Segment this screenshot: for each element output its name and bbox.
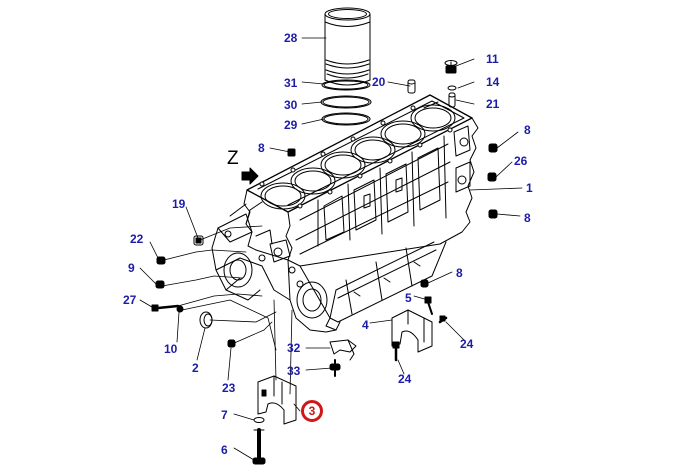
highlighted-callout-3[interactable]: 3 bbox=[301, 400, 323, 422]
callout-8-right-lower[interactable]: 8 bbox=[524, 211, 531, 225]
callout-33[interactable]: 33 bbox=[287, 364, 301, 378]
cylinder-bores bbox=[260, 104, 456, 210]
callout-1[interactable]: 1 bbox=[526, 181, 533, 195]
dowel-pins-and-bolts bbox=[407, 60, 458, 108]
callout-24-lower[interactable]: 24 bbox=[398, 372, 412, 386]
cylinder-liner bbox=[324, 7, 371, 86]
callout-29[interactable]: 29 bbox=[284, 118, 298, 132]
cylinder-block bbox=[211, 94, 479, 333]
callout-8-top[interactable]: 8 bbox=[258, 141, 265, 155]
leader-lines bbox=[139, 37, 523, 461]
callout-20[interactable]: 20 bbox=[372, 75, 386, 89]
callout-3-label: 3 bbox=[308, 404, 316, 418]
callout-28[interactable]: 28 bbox=[284, 31, 298, 45]
callout-2[interactable]: 2 bbox=[192, 361, 199, 375]
callout-21[interactable]: 21 bbox=[486, 97, 500, 111]
callout-31[interactable]: 31 bbox=[284, 76, 298, 90]
callout-22[interactable]: 22 bbox=[130, 232, 144, 246]
callout-26[interactable]: 26 bbox=[514, 154, 528, 168]
callout-10[interactable]: 10 bbox=[164, 342, 178, 356]
callout-14[interactable]: 14 bbox=[486, 75, 500, 89]
thrust-bearing-cap bbox=[257, 375, 297, 425]
callout-27[interactable]: 27 bbox=[123, 293, 137, 307]
callout-19[interactable]: 19 bbox=[172, 197, 186, 211]
view-z-arrow bbox=[241, 167, 259, 185]
o-rings bbox=[320, 79, 372, 126]
plugs-and-fasteners bbox=[151, 143, 498, 348]
callout-8-right-upper[interactable]: 8 bbox=[524, 123, 531, 137]
callout-8-lower[interactable]: 8 bbox=[456, 266, 463, 280]
callout-32[interactable]: 32 bbox=[287, 341, 301, 355]
callout-9[interactable]: 9 bbox=[128, 261, 135, 275]
view-z-label: Z bbox=[227, 148, 239, 169]
main-bearing-cap-upper bbox=[391, 296, 448, 362]
nozzle-bracket bbox=[329, 339, 357, 377]
callout-23[interactable]: 23 bbox=[222, 381, 236, 395]
callout-11[interactable]: 11 bbox=[486, 52, 499, 66]
callout-24-right[interactable]: 24 bbox=[460, 337, 474, 351]
cap-bolt-and-washer bbox=[252, 417, 266, 465]
callout-30[interactable]: 30 bbox=[284, 98, 298, 112]
callout-5[interactable]: 5 bbox=[405, 291, 412, 305]
callout-4[interactable]: 4 bbox=[362, 318, 369, 332]
callout-6[interactable]: 6 bbox=[221, 443, 228, 457]
callout-7[interactable]: 7 bbox=[221, 408, 228, 422]
